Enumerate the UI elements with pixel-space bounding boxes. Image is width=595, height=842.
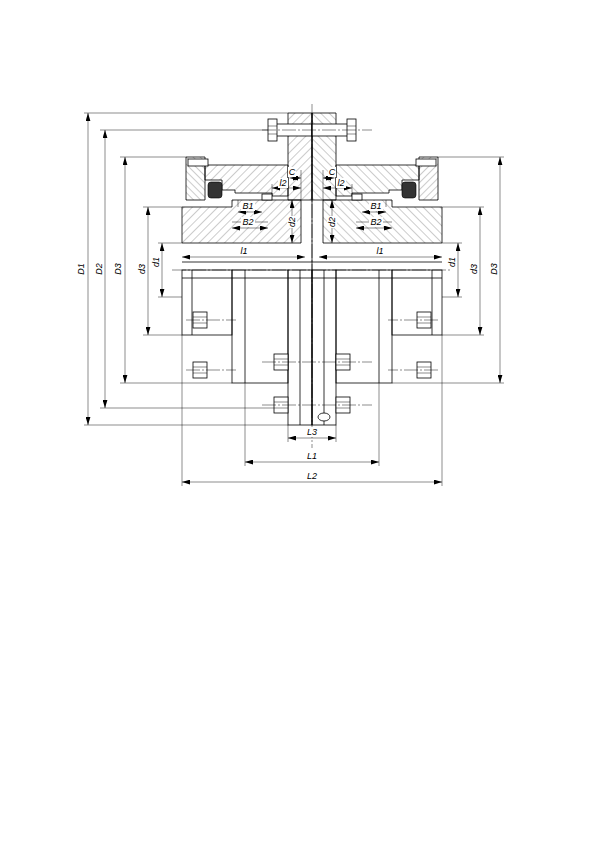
dimension-line [480, 207, 481, 335]
extension-line [245, 383, 246, 466]
dimension-label: d3 [469, 263, 479, 275]
dimension-label: C [328, 167, 337, 177]
extension-line [379, 383, 380, 466]
extension-line [84, 425, 288, 426]
dimension-line [182, 257, 305, 258]
extension-line [352, 184, 353, 194]
extension-line [442, 297, 462, 298]
dimension-label: d1 [447, 256, 457, 268]
axis-line [312, 104, 313, 448]
dimension-label: d2 [327, 216, 337, 228]
extension-line [301, 170, 302, 200]
dimension-label: D3 [489, 262, 499, 276]
dimension-label: B2 [369, 217, 382, 227]
dimension-line [182, 482, 442, 483]
dimension-label: L2 [306, 471, 318, 481]
dimension-line [319, 257, 442, 258]
extension-line [100, 408, 274, 409]
dimension-label: C [288, 167, 297, 177]
dimension-label: l2 [278, 178, 287, 188]
extension-line [323, 170, 324, 200]
dimension-line [238, 212, 262, 213]
dimension-lines [84, 113, 504, 486]
dimension-line [356, 228, 392, 229]
extension-line [100, 130, 268, 131]
dimension-label: d3 [137, 263, 147, 275]
dimension-line [105, 130, 106, 408]
extension-line [84, 113, 288, 114]
dimension-line [458, 243, 459, 297]
dimension-line [323, 178, 334, 179]
extension-line [442, 243, 462, 244]
dimension-line [148, 207, 149, 335]
dimension-label: l2 [336, 178, 345, 188]
dimension-line [162, 243, 163, 297]
dimension-label: B1 [369, 201, 382, 211]
extension-line [143, 207, 182, 208]
dimension-line [232, 228, 268, 229]
dimension-label: D1 [76, 262, 86, 276]
dimension-line [500, 157, 501, 383]
dimension-line [125, 157, 126, 383]
dimension-label: L3 [306, 427, 318, 437]
dimension-line [88, 113, 89, 425]
dimension-label: d2 [287, 216, 297, 228]
extension-line [158, 243, 182, 244]
dimension-label: L1 [306, 451, 318, 461]
dimension-label: B2 [241, 217, 254, 227]
extension-line [392, 383, 504, 384]
lube-hole [318, 413, 330, 421]
dimension-label: l1 [239, 246, 248, 256]
dimension-label: d1 [151, 256, 161, 268]
extension-line [120, 383, 232, 384]
extension-line [120, 157, 186, 158]
dimension-label: D2 [94, 262, 104, 276]
extension-line [438, 157, 504, 158]
extension-line [288, 425, 289, 442]
extension-line [158, 297, 182, 298]
extension-line [442, 207, 484, 208]
extension-line [442, 335, 484, 336]
dimension-line [290, 178, 301, 179]
dimension-line [245, 462, 379, 463]
extension-line [182, 335, 183, 486]
extension-line [143, 335, 182, 336]
extension-line [272, 184, 273, 194]
extension-line [336, 425, 337, 442]
dimension-label: D3 [113, 262, 123, 276]
dimension-label: B1 [241, 201, 254, 211]
extension-line [442, 335, 443, 486]
dimension-line [362, 212, 386, 213]
dimension-line [288, 438, 336, 439]
dimension-label: l1 [375, 246, 384, 256]
